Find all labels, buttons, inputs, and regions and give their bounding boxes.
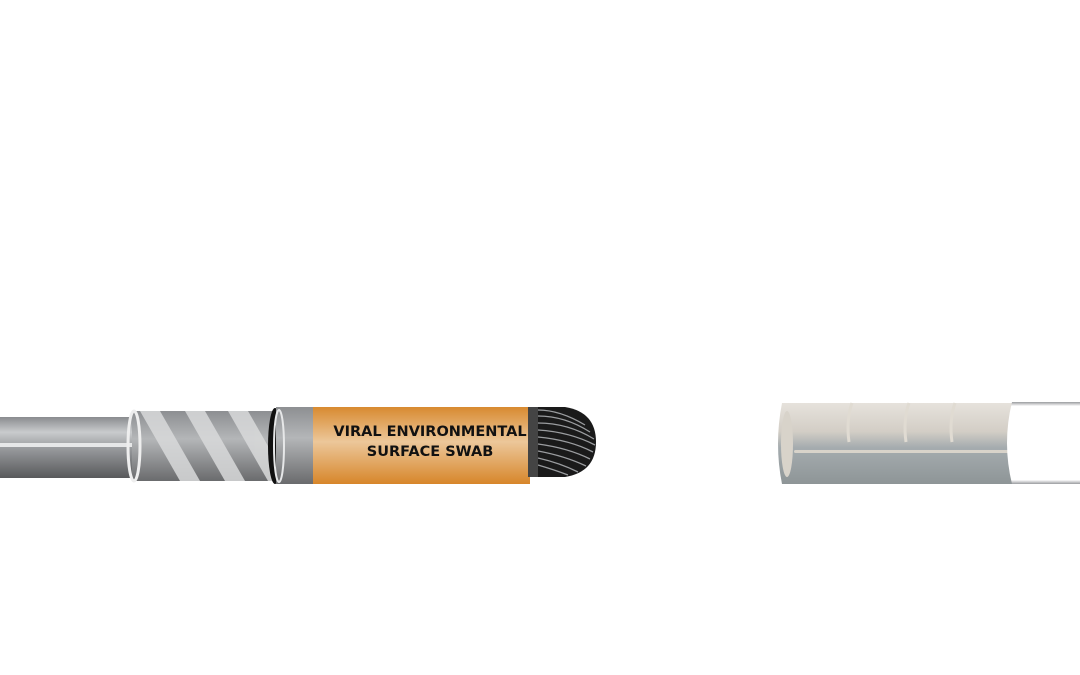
swab-tip: [528, 407, 596, 477]
swab-label-line2: SURFACE SWAB: [367, 444, 494, 460]
swab-handle-rod: [0, 417, 136, 478]
swab-label-background: [313, 407, 530, 484]
swab-label-line1: VIRAL ENVIRONMENTAL: [333, 424, 526, 440]
swab-spiral-section: [126, 409, 274, 483]
swab-tube: [778, 402, 1080, 484]
tube-cap: [1007, 402, 1080, 484]
swab: VIRAL ENVIRONMENTAL SURFACE SWAB: [0, 407, 596, 484]
swab-label: VIRAL ENVIRONMENTAL SURFACE SWAB: [313, 407, 530, 484]
tube-body: [778, 402, 1012, 484]
swab-collar: [268, 407, 316, 484]
